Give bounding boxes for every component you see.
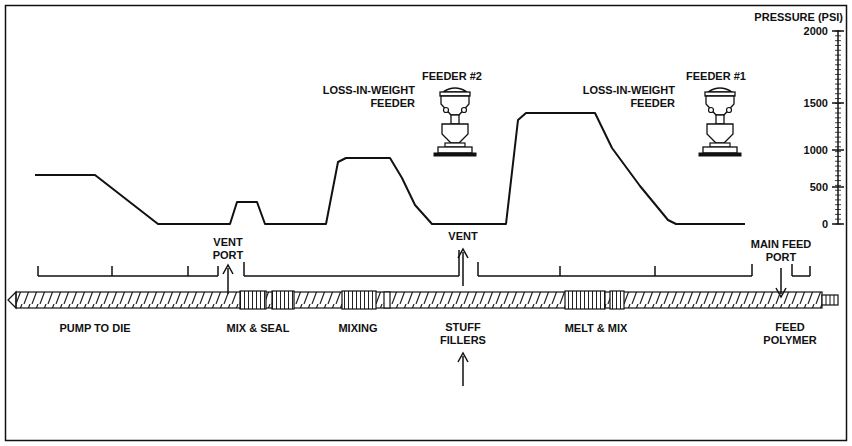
tick-label: 0 <box>821 218 829 231</box>
axis-tick <box>835 50 841 51</box>
axis-tick <box>835 127 841 128</box>
tick-label: 1000 <box>803 144 829 157</box>
axis-tick <box>835 151 841 152</box>
port-label: VENT PORT <box>204 236 252 261</box>
feeder-label: LOSS-IN-WEIGHT FEEDER <box>302 84 416 109</box>
zone-label: MELT & MIX <box>564 322 629 335</box>
axis-tick <box>835 31 841 32</box>
axis-tick <box>835 117 841 118</box>
axis-tick <box>835 195 841 196</box>
axis-tick <box>835 132 841 133</box>
axis-tick <box>835 170 841 171</box>
axis-tick <box>835 103 841 104</box>
axis-tick <box>835 79 841 80</box>
tick-label: 500 <box>809 181 829 194</box>
axis-tick <box>835 185 841 186</box>
axis-tick <box>835 214 841 215</box>
axis-tick <box>835 98 841 99</box>
axis-title: PRESSURE (PSI) <box>753 11 844 24</box>
tick-label: 1500 <box>803 97 829 110</box>
axis-tick <box>835 93 841 94</box>
axis-tick <box>835 209 841 210</box>
axis-tick <box>835 45 841 46</box>
axis-tick <box>835 175 841 176</box>
axis-tick <box>835 180 841 181</box>
pressure-curve <box>35 113 745 224</box>
feeder-label: FEEDER #2 <box>421 70 483 83</box>
axis-tick <box>835 219 841 220</box>
frame-border <box>6 6 847 441</box>
barrel-line <box>38 250 810 276</box>
axis-tick <box>835 199 841 200</box>
port-label: MAIN FEED PORT <box>739 238 823 263</box>
port-arrow <box>223 249 786 386</box>
axis-tick <box>835 59 841 60</box>
axis-tick <box>835 146 841 147</box>
feeder-label: FEEDER #1 <box>685 70 747 83</box>
axis-tick <box>835 161 841 162</box>
zone-label: PUMP TO DIE <box>58 322 131 335</box>
axis-tick <box>835 166 841 167</box>
axis-tick <box>835 204 841 205</box>
zone-label: FEED POLYMER <box>758 321 822 346</box>
axis-tick <box>835 190 841 191</box>
axis-tick <box>835 156 841 157</box>
feeder-icon <box>699 88 741 156</box>
axis-tick <box>835 88 841 89</box>
axis-tick <box>835 55 841 56</box>
zone-label: MIX & SEAL <box>226 322 291 335</box>
axis-tick <box>835 113 841 114</box>
axis-tick <box>835 108 841 109</box>
axis-tick <box>835 64 841 65</box>
zone-label: MIXING <box>337 322 378 335</box>
feeder-label: LOSS-IN-WEIGHT FEEDER <box>562 84 676 109</box>
axis-tick <box>835 35 841 36</box>
axis-tick <box>835 84 841 85</box>
axis-tick <box>835 122 841 123</box>
axis-tick <box>835 74 841 75</box>
axis-tick <box>835 69 841 70</box>
pressure-axis <box>832 30 844 224</box>
axis-tick <box>835 137 841 138</box>
axis-tick <box>835 141 841 142</box>
axis-tick <box>835 40 841 41</box>
port-label: VENT <box>447 230 478 243</box>
tick-label: 2000 <box>803 25 829 38</box>
twin-screw <box>8 291 838 309</box>
feeder-icon <box>434 88 476 156</box>
zone-label: STUFF FILLERS <box>434 321 492 346</box>
axis-tick <box>835 224 841 225</box>
